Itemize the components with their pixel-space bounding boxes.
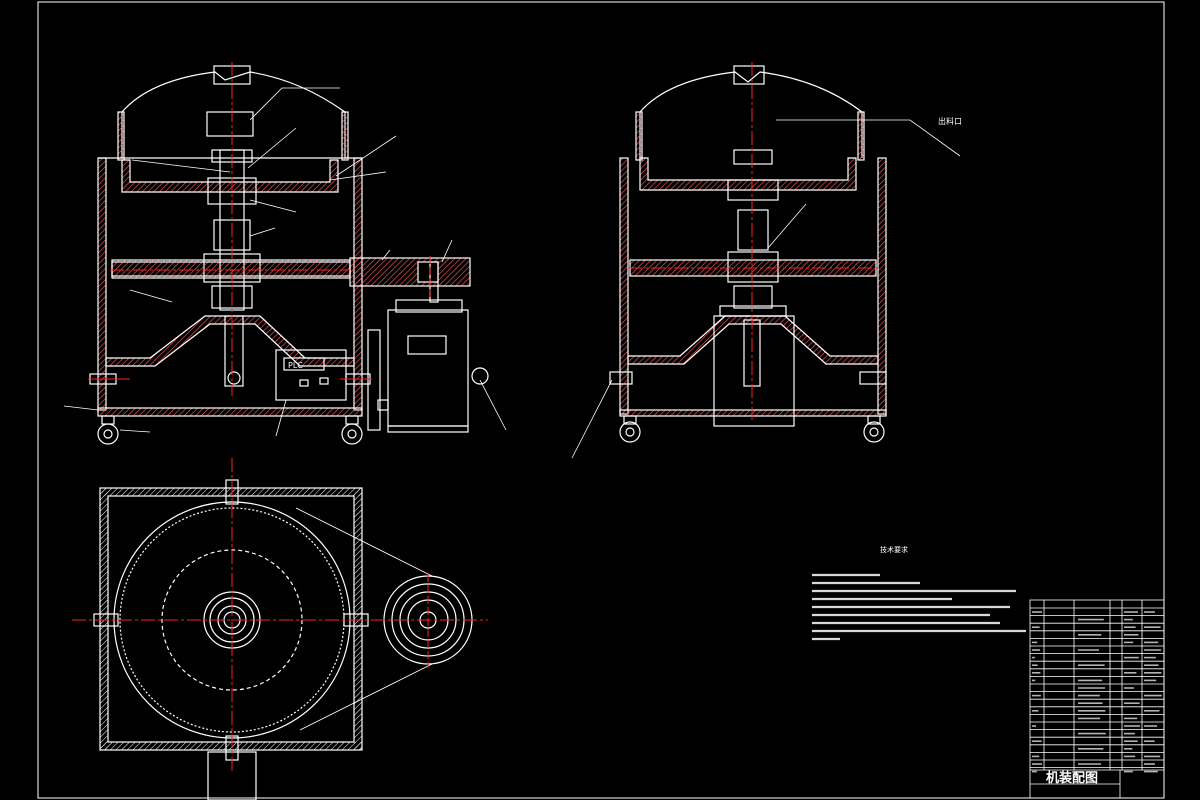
- top-plan-view: [93, 479, 473, 800]
- frame-left-wall: [97, 157, 107, 411]
- drawing-name: 机装配图: [1046, 770, 1098, 786]
- top-centerlines: [72, 458, 488, 772]
- feed-block: [206, 111, 254, 137]
- bom-cell-text: [1032, 611, 1162, 773]
- plc-label: PLC: [288, 361, 303, 370]
- belt-housing: [349, 257, 471, 287]
- grinding-disc: [111, 259, 351, 279]
- caster-left: [97, 423, 119, 445]
- side-motor: [713, 315, 795, 427]
- front-centerlines: [88, 62, 431, 396]
- discharge-cone: [105, 315, 355, 367]
- caster-right: [341, 423, 363, 445]
- hopper-dome: [121, 71, 346, 158]
- tech-requirements-title: 技术要求: [880, 545, 908, 554]
- motor-body: [387, 309, 469, 427]
- side-section-view: [571, 65, 961, 459]
- discharge-port-label: 出料口: [938, 116, 962, 126]
- upper-tray: [121, 159, 339, 193]
- plc-box: [275, 349, 347, 401]
- title-block: [1029, 599, 1165, 799]
- sheet-border: [37, 1, 1165, 799]
- side-centerlines: [628, 62, 878, 420]
- front-section-view: [63, 65, 507, 445]
- base-plate: [97, 407, 363, 417]
- tech-requirements-block: 技术要求: [812, 545, 1026, 641]
